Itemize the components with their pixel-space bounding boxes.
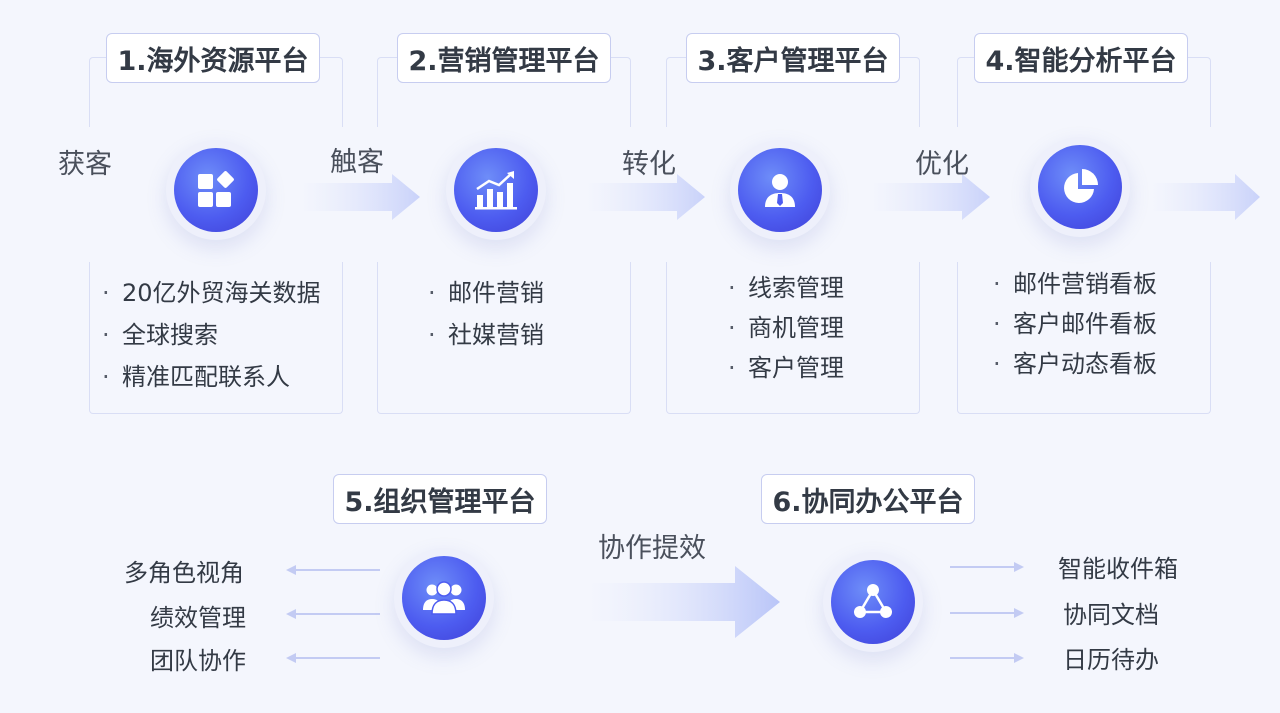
flow-arrow-4: [1150, 174, 1260, 220]
flow-arrow-3: [870, 174, 990, 220]
platform-icon-3: [730, 140, 830, 240]
platform-icon-1: [166, 140, 266, 240]
bullet-list-4: ·邮件营销看板 ·客户邮件看板 ·客户动态看板: [993, 264, 1157, 384]
user-group-icon: [423, 581, 465, 615]
panel-bottom-4: [957, 262, 1211, 414]
office-item-inbox: 智能收件箱: [1058, 555, 1178, 583]
stage-label-optimize: 优化: [915, 149, 969, 180]
flow-arrow-2: [585, 174, 705, 220]
bar-chart-rising-icon: [475, 171, 517, 210]
list-item: ·商机管理: [728, 314, 844, 342]
office-item-calendar: 日历待办: [1063, 646, 1159, 674]
panel-bottom-1: [89, 262, 343, 414]
user-tie-icon: [765, 174, 795, 207]
list-item: ·社媒营销: [428, 321, 544, 349]
list-item: ·邮件营销看板: [993, 270, 1157, 298]
list-item: ·邮件营销: [428, 279, 544, 307]
platform-title-1: 1.海外资源平台: [106, 33, 320, 83]
panel-bottom-2: [377, 262, 631, 414]
org-item-teamwork: 团队协作: [150, 647, 246, 675]
stage-label-acquire: 获客: [58, 149, 112, 180]
network-nodes-icon: [854, 584, 892, 618]
platform-title-6: 6.协同办公平台: [761, 474, 975, 524]
platform-icon-6: [823, 552, 923, 652]
panel-bottom-3: [666, 262, 920, 414]
platform-icon-4: [1030, 137, 1130, 237]
list-item: ·全球搜索: [102, 321, 218, 349]
stage-label-convert: 转化: [622, 149, 676, 180]
bullet-list-3: ·线索管理 ·商机管理 ·客户管理: [728, 268, 844, 388]
office-item-docs: 协同文档: [1063, 601, 1159, 629]
list-item: ·客户邮件看板: [993, 310, 1157, 338]
platform-icon-2: [446, 140, 546, 240]
org-item-performance: 绩效管理: [150, 604, 246, 632]
stage-label-collaborate: 协作提效: [598, 533, 706, 564]
list-item: ·客户管理: [728, 354, 844, 382]
flow-arrow-1: [300, 174, 420, 220]
list-item: ·客户动态看板: [993, 350, 1157, 378]
pie-chart-icon: [1064, 169, 1098, 203]
org-item-multi-role: 多角色视角: [124, 559, 244, 587]
list-item: ·精准匹配联系人: [102, 363, 290, 391]
platform-title-2: 2.营销管理平台: [397, 33, 611, 83]
stage-label-reach: 触客: [330, 147, 384, 178]
list-item: ·线索管理: [728, 274, 844, 302]
platform-title-5: 5.组织管理平台: [333, 474, 547, 524]
platform-icon-5: [394, 548, 494, 648]
flow-arrow-collab: [585, 566, 780, 638]
bullet-list-1: ·20亿外贸海关数据 ·全球搜索 ·精准匹配联系人: [102, 272, 321, 398]
list-item: ·20亿外贸海关数据: [102, 279, 321, 307]
bullet-list-2: ·邮件营销 ·社媒营销: [428, 272, 544, 356]
apps-grid-icon: [198, 171, 234, 207]
platform-title-4: 4.智能分析平台: [974, 33, 1188, 83]
platform-title-3: 3.客户管理平台: [686, 33, 900, 83]
